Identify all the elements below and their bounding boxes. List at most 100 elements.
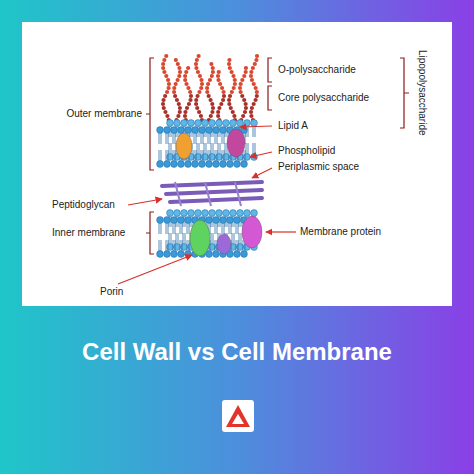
sugar-bead bbox=[242, 98, 246, 102]
sugar-bead bbox=[249, 70, 253, 74]
sugar-bead bbox=[233, 82, 237, 86]
sugar-bead bbox=[195, 106, 199, 110]
sugar-bead bbox=[183, 74, 187, 78]
sugar-bead bbox=[188, 90, 192, 94]
sugar-bead bbox=[230, 70, 234, 74]
sugar-bead bbox=[228, 66, 232, 70]
sugar-bead bbox=[161, 102, 165, 106]
sugar-bead bbox=[199, 114, 203, 118]
lipid-tail bbox=[180, 223, 182, 251]
phospholipid-head bbox=[188, 210, 195, 217]
logo-cutout bbox=[232, 414, 244, 424]
lipid-tail bbox=[194, 133, 196, 161]
sugar-bead bbox=[244, 102, 248, 106]
sugar-bead bbox=[242, 74, 246, 78]
phospholipid-head bbox=[234, 161, 241, 168]
phospholipid-head bbox=[220, 127, 227, 134]
sugar-bead bbox=[162, 106, 166, 110]
leader-arrow bbox=[252, 168, 272, 178]
sugar-bead bbox=[195, 94, 199, 98]
sugar-bead bbox=[174, 58, 178, 62]
sugar-bead bbox=[216, 114, 220, 118]
peptidoglycan-link bbox=[205, 182, 211, 206]
sugar-bead bbox=[172, 86, 176, 90]
sugar-bead bbox=[195, 58, 199, 62]
sugar-bead bbox=[197, 54, 201, 58]
phospholipid-head bbox=[213, 127, 220, 134]
sugar-bead bbox=[197, 110, 201, 114]
membrane-protein-label: Membrane protein bbox=[300, 226, 381, 238]
bracket bbox=[268, 58, 272, 82]
sugar-bead bbox=[232, 86, 236, 90]
sugar-bead bbox=[196, 70, 200, 74]
sugar-bead bbox=[184, 82, 188, 86]
leader-arrow bbox=[118, 255, 192, 284]
logo-triangle bbox=[226, 405, 250, 427]
sugar-bead bbox=[241, 114, 245, 118]
sugar-bead bbox=[164, 74, 168, 78]
sugar-bead bbox=[176, 78, 180, 82]
sugar-bead bbox=[163, 110, 167, 114]
sugar-bead bbox=[228, 94, 232, 98]
outer-membrane-label: Outer membrane bbox=[66, 108, 142, 120]
sugar-bead bbox=[174, 82, 178, 86]
phospholipid-head bbox=[227, 217, 234, 224]
lipid-tail bbox=[159, 133, 161, 161]
sugar-bead bbox=[252, 102, 256, 106]
sugar-bead bbox=[186, 66, 190, 70]
sugar-bead bbox=[239, 90, 243, 94]
phospholipid-head bbox=[223, 210, 230, 217]
phospholipid-head bbox=[171, 251, 178, 258]
sugar-bead bbox=[208, 78, 212, 82]
sugar-bead bbox=[194, 62, 198, 66]
sugar-bead bbox=[244, 106, 248, 110]
peptidoglycan-link bbox=[235, 182, 241, 206]
phospholipid-head bbox=[216, 210, 223, 217]
porin-label: Porin bbox=[100, 286, 123, 298]
phospholipid-head bbox=[237, 120, 244, 127]
phospholipid-head bbox=[164, 251, 171, 258]
leader-arrow bbox=[128, 199, 162, 205]
sugar-bead bbox=[207, 94, 211, 98]
leader-arrow bbox=[250, 152, 272, 157]
sugar-bead bbox=[161, 98, 165, 102]
phospholipid-head bbox=[234, 217, 241, 224]
membrane-protein-shape bbox=[176, 133, 192, 159]
phospholipid-head bbox=[202, 210, 209, 217]
phospholipid-head bbox=[167, 210, 174, 217]
lipid-tail bbox=[201, 133, 203, 161]
sugar-bead bbox=[230, 90, 234, 94]
sugar-bead bbox=[186, 86, 190, 90]
phospholipid-head bbox=[244, 120, 251, 127]
phospholipid-head bbox=[167, 120, 174, 127]
peptidoglycan-link bbox=[175, 182, 181, 206]
sugar-bead bbox=[177, 66, 181, 70]
phospholipid-head bbox=[234, 251, 241, 258]
phospholipid-head bbox=[206, 127, 213, 134]
sugar-bead bbox=[172, 90, 176, 94]
sugar-bead bbox=[227, 98, 231, 102]
sugar-bead bbox=[187, 102, 191, 106]
phospholipid-head bbox=[241, 251, 248, 258]
sugar-bead bbox=[178, 106, 182, 110]
sugar-bead bbox=[229, 106, 233, 110]
membrane-protein-shape bbox=[217, 234, 231, 254]
sugar-bead bbox=[219, 102, 223, 106]
sugar-bead bbox=[254, 58, 258, 62]
phospholipid-head bbox=[157, 251, 164, 258]
sugar-bead bbox=[254, 86, 258, 90]
lipid-a-label: Lipid A bbox=[278, 120, 308, 132]
sugar-bead bbox=[209, 114, 213, 118]
lipid-tail bbox=[215, 223, 217, 251]
sugar-bead bbox=[183, 78, 187, 82]
sugar-bead bbox=[240, 94, 244, 98]
sugar-bead bbox=[253, 62, 257, 66]
phospholipid-head bbox=[216, 120, 223, 127]
sugar-bead bbox=[251, 66, 255, 70]
sugar-bead bbox=[199, 78, 203, 82]
phospholipid-head bbox=[230, 120, 237, 127]
sugar-bead bbox=[194, 102, 198, 106]
sugar-bead bbox=[177, 102, 181, 106]
phospholipid-head bbox=[157, 161, 164, 168]
phospholipid-head bbox=[251, 120, 258, 127]
